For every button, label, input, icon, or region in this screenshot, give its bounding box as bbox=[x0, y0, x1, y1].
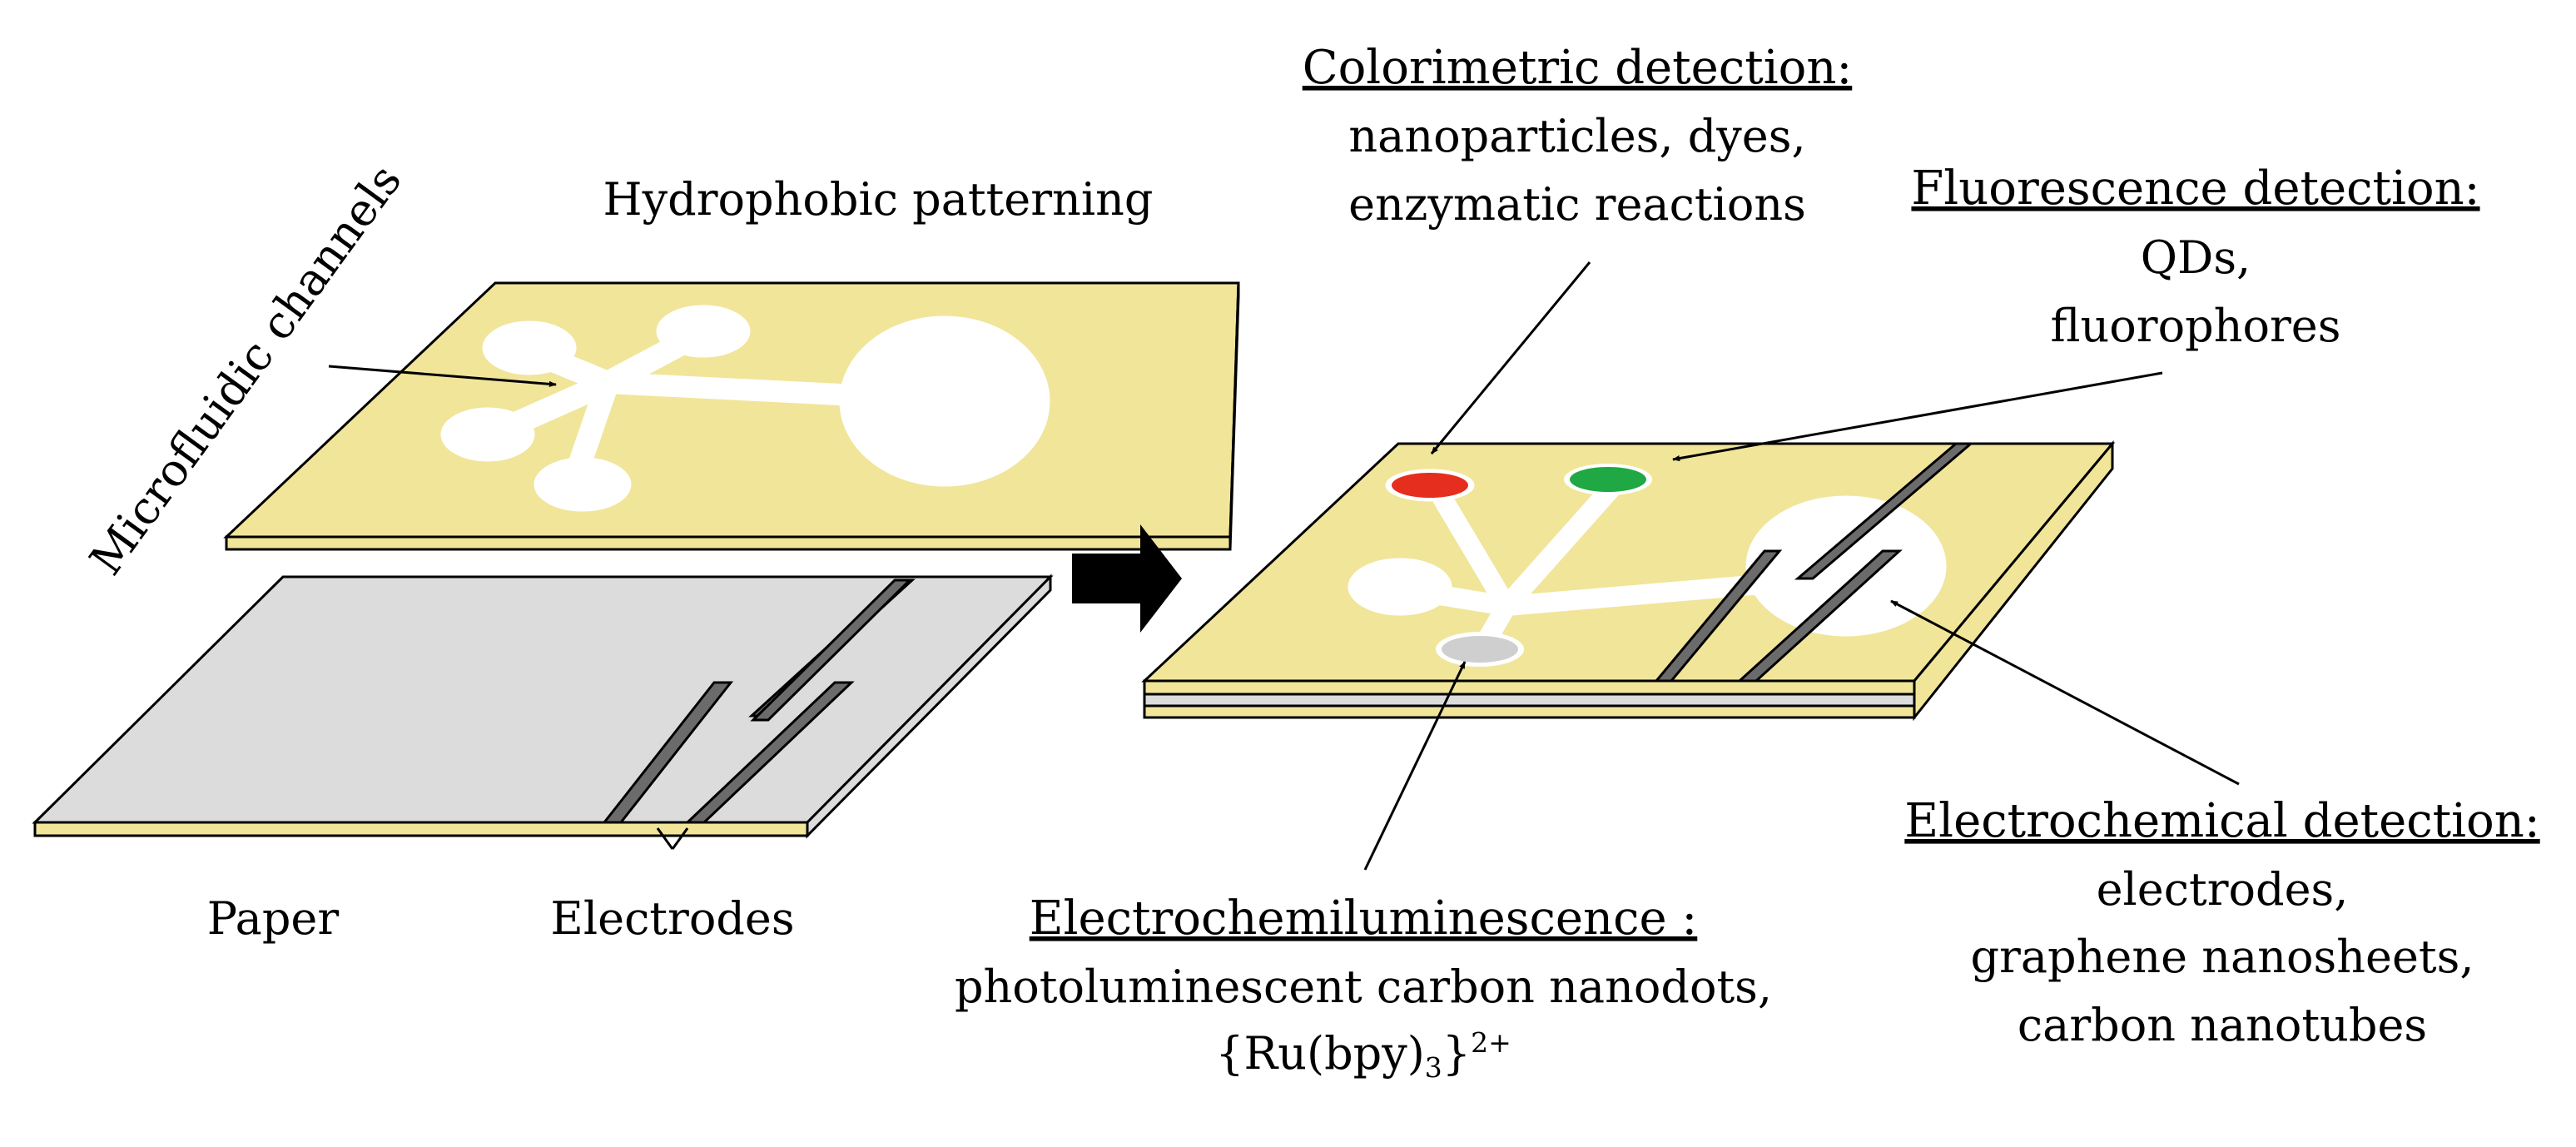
colorimetric-spot bbox=[1392, 473, 1468, 498]
electrochemical-line-3: carbon nanotubes bbox=[2018, 999, 2427, 1051]
device-electrode-1 bbox=[1653, 549, 1783, 683]
ecl-spot bbox=[1442, 636, 1518, 663]
paper-layer-top bbox=[32, 575, 1054, 824]
fluorescence-title: Fluorescence detection: bbox=[1911, 161, 2479, 216]
colorimetric-title: Colorimetric detection: bbox=[1303, 41, 1853, 95]
electrochemical-line-2: graphene nanosheets, bbox=[1970, 931, 2474, 983]
fluorescence-annotation: Fluorescence detection: QDs, fluorophore… bbox=[1911, 161, 2479, 352]
colorimetric-line-1: nanoparticles, dyes, bbox=[1348, 110, 1805, 162]
transition-arrow bbox=[1072, 524, 1182, 633]
electrodes-pointer-left bbox=[656, 827, 674, 850]
hydrophobic-layer bbox=[223, 281, 1240, 551]
ecl-title: Electrochemiluminescence : bbox=[1030, 891, 1698, 946]
colorimetric-line-2: enzymatic reactions bbox=[1348, 178, 1806, 231]
paper-layer-edge bbox=[33, 821, 809, 837]
microfluidic-arrow bbox=[328, 365, 557, 387]
electrochemical-line-1: electrodes, bbox=[2097, 863, 2349, 916]
electrodes-left bbox=[601, 578, 916, 824]
electrodes-pointer-right bbox=[671, 827, 689, 850]
fluorescence-line-2: fluorophores bbox=[2051, 300, 2341, 352]
electrodes-label: Electrodes bbox=[550, 892, 794, 945]
fluorescence-spot bbox=[1570, 467, 1646, 492]
electrode-short-2 bbox=[684, 681, 855, 824]
device-yellow-layer-edge bbox=[1143, 679, 1916, 696]
hydrophobic-patterning-label: Hydrophobic patterning bbox=[603, 173, 1154, 226]
electrode-short-1 bbox=[601, 681, 734, 824]
fluorescence-line-1: QDs, bbox=[2141, 231, 2251, 284]
ecl-annotation: Electrochemiluminescence : photoluminesc… bbox=[955, 891, 1772, 1084]
electrochemical-annotation: Electrochemical detection: electrodes, g… bbox=[1904, 794, 2539, 1051]
assembled-device bbox=[1141, 439, 2116, 722]
microfluidic-channel-pattern bbox=[440, 305, 1050, 512]
colorimetric-arrow bbox=[1430, 261, 1591, 454]
device-electrode-3 bbox=[1794, 442, 1975, 580]
ecl-line-1: photoluminescent carbon nanodots, bbox=[955, 961, 1772, 1013]
electrochemical-title: Electrochemical detection: bbox=[1904, 794, 2539, 848]
electrochemical-arrow bbox=[1890, 599, 2240, 786]
ecl-arrow bbox=[1363, 661, 1467, 871]
colorimetric-annotation: Colorimetric detection: nanoparticles, d… bbox=[1303, 41, 1853, 231]
paper-label: Paper bbox=[207, 892, 340, 945]
paper-layer bbox=[32, 574, 1054, 839]
device-electrode-2 bbox=[1736, 549, 1903, 683]
electrode-long-2 bbox=[750, 578, 913, 722]
ecl-line-2: {Ru(bpy)3}2+ bbox=[1215, 1026, 1511, 1084]
fluorescence-arrow bbox=[1672, 371, 2163, 462]
electrodes-right bbox=[1653, 442, 1975, 683]
annotation-arrows bbox=[328, 261, 2240, 871]
device-gray-layer-edge bbox=[1143, 693, 1916, 708]
